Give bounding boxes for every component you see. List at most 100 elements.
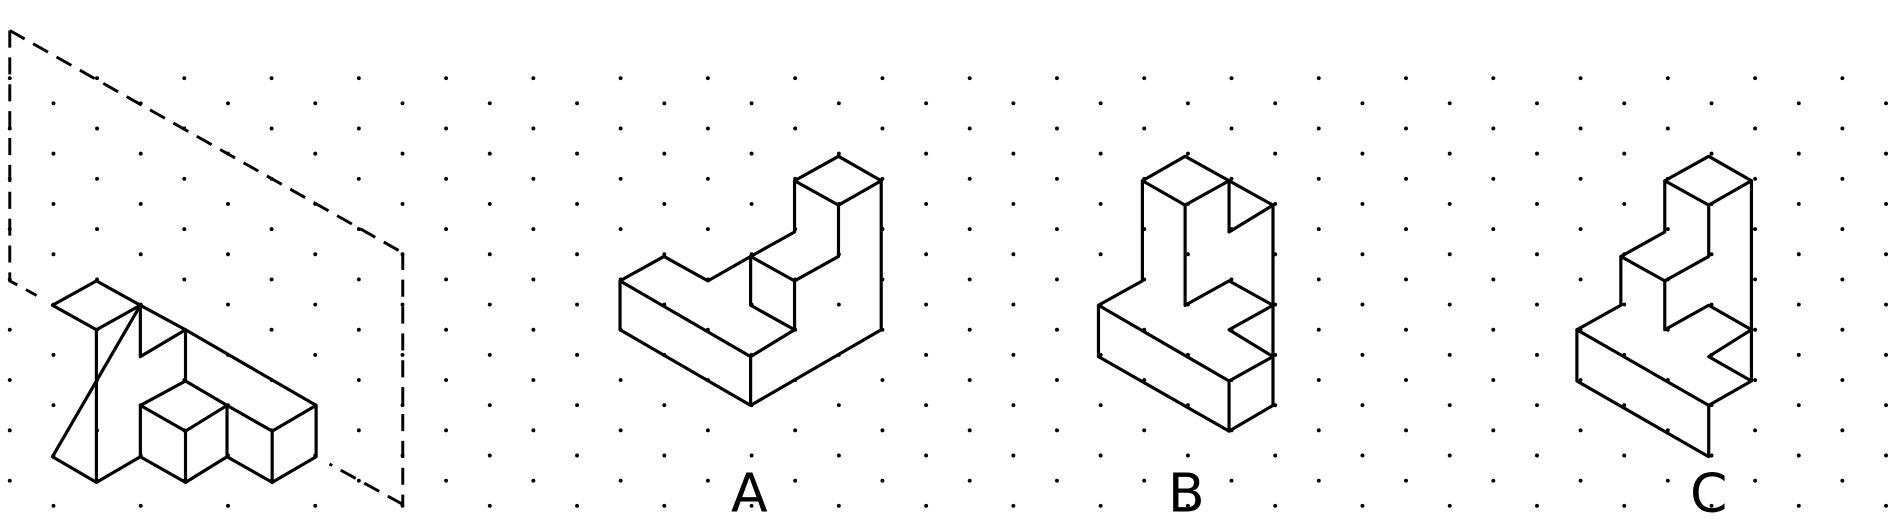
grid-dot <box>967 176 972 181</box>
grid-dot <box>1360 101 1365 106</box>
grid-dot <box>1316 277 1321 282</box>
grid-dot <box>924 252 929 257</box>
grid-dot <box>1840 227 1845 232</box>
grid-dot <box>1753 227 1758 232</box>
grid-dot <box>1753 378 1758 382</box>
grid-dot <box>1578 126 1583 131</box>
grid-dot <box>1491 428 1496 433</box>
grid-dot <box>487 403 492 408</box>
grid-dot <box>1884 151 1889 156</box>
grid-dot <box>1360 302 1365 307</box>
grid-dot <box>444 126 449 131</box>
grid-dot <box>313 101 318 106</box>
grid-dot <box>1404 478 1408 483</box>
grid-dot <box>967 227 972 232</box>
grid-dot <box>1098 252 1103 257</box>
grid-dot <box>793 76 798 81</box>
grid-dot <box>1884 403 1889 408</box>
grid-dot <box>1229 126 1234 131</box>
option-a-label: A <box>731 462 768 519</box>
grid-dot <box>705 428 710 433</box>
grid-dot <box>1404 76 1408 81</box>
grid-dot <box>1098 503 1103 508</box>
option-c-label: C <box>1690 462 1727 519</box>
grid-dot <box>138 201 143 206</box>
grid-dot <box>356 126 361 131</box>
grid-dot <box>400 101 405 106</box>
grid-dot <box>749 453 754 458</box>
grid-dot <box>1840 277 1845 282</box>
grid-dot <box>1535 403 1539 408</box>
grid-dot <box>1665 478 1670 483</box>
grid-dot <box>487 101 492 106</box>
grid-dot <box>1840 478 1845 483</box>
grid-dot <box>1185 252 1190 257</box>
grid-dot <box>356 176 361 181</box>
grid-dot <box>1796 151 1801 156</box>
grid-dot <box>575 352 580 357</box>
grid-dot <box>924 503 929 508</box>
grid-dot <box>575 403 580 408</box>
grid-dot <box>967 126 972 131</box>
grid-dot <box>662 403 667 408</box>
grid-dot <box>1491 478 1496 483</box>
grid-dot <box>1491 227 1496 232</box>
grid-dot <box>444 227 449 232</box>
grid-dot <box>226 252 230 257</box>
grid-dot <box>1622 453 1627 458</box>
grid-dot <box>1709 453 1714 458</box>
grid-dot <box>1360 151 1365 156</box>
grid-dot <box>1273 503 1278 508</box>
grid-dot <box>1578 76 1583 81</box>
grid-dot <box>1447 302 1452 307</box>
grid-dot <box>1316 428 1321 433</box>
grid-dot <box>444 378 449 382</box>
grid-dot <box>1491 76 1496 81</box>
grid-dot <box>400 151 405 156</box>
grid-dot <box>1055 227 1059 232</box>
grid-dot <box>531 76 536 81</box>
grid-dot <box>793 478 798 483</box>
grid-dot <box>836 403 841 408</box>
grid-dot <box>1447 252 1452 257</box>
grid-dot <box>487 352 492 357</box>
grid-dot <box>1098 453 1103 458</box>
grid-dot <box>1273 151 1278 156</box>
grid-dot <box>1578 227 1583 232</box>
grid-dot <box>1535 352 1539 357</box>
grid-dot <box>531 176 536 181</box>
grid-dot <box>1055 327 1059 332</box>
grid-dot <box>575 201 580 206</box>
grid-dot <box>1142 76 1147 81</box>
grid-dot <box>356 277 361 282</box>
grid-dot <box>967 428 972 433</box>
grid-dot <box>924 201 929 206</box>
grid-dot <box>749 101 754 106</box>
grid-dot <box>1709 252 1714 257</box>
grid-dot <box>182 227 187 232</box>
grid-dot <box>1535 453 1539 458</box>
grid-dot <box>1491 378 1496 382</box>
grid-dot <box>1622 201 1627 206</box>
grid-dot <box>1491 277 1496 282</box>
grid-dot <box>662 151 667 156</box>
grid-dot <box>400 302 405 307</box>
grid-dot <box>1404 277 1408 282</box>
grid-dot <box>1404 227 1408 232</box>
grid-dot <box>7 76 12 81</box>
grid-dot <box>618 176 623 181</box>
grid-dot <box>1098 101 1103 106</box>
grid-dot <box>313 302 318 307</box>
grid-dot <box>1404 327 1408 332</box>
grid-dot <box>531 227 536 232</box>
grid-dot <box>705 227 710 232</box>
grid-dot <box>531 378 536 382</box>
grid-dot <box>226 201 230 206</box>
grid-dot <box>1360 403 1365 408</box>
grid-dot <box>1535 201 1539 206</box>
grid-dot <box>575 151 580 156</box>
grid-dot <box>618 478 623 483</box>
grid-dot <box>749 151 754 156</box>
grid-dot <box>749 503 754 508</box>
grid-dot <box>1316 227 1321 232</box>
